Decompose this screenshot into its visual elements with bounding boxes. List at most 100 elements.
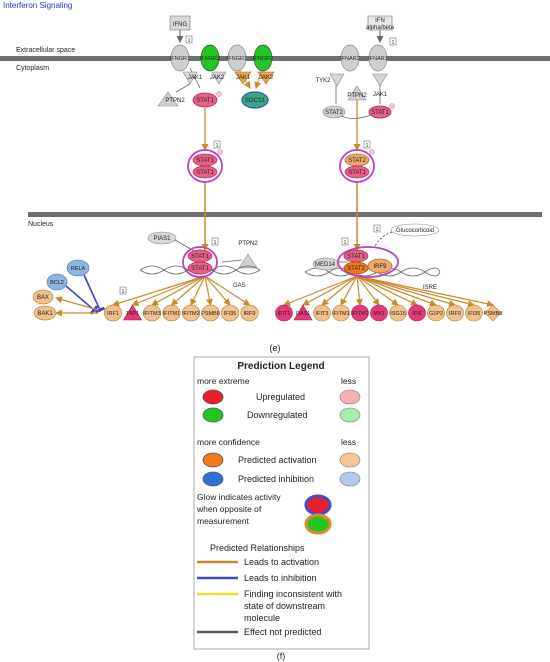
gas-target-ifitm3[interactable]: IFITM3 xyxy=(142,304,162,322)
bak1-label: BAK1 xyxy=(37,311,53,317)
legend-predicted-inhibition-weak xyxy=(339,471,361,487)
stat1-homodimer-cytoplasm[interactable]: STAT1 STAT1 xyxy=(187,149,223,183)
isgf3-complex[interactable]: STAT1 STAT2 IRF9 xyxy=(337,246,399,278)
receptor-ifngr1-a[interactable]: IFNGR1 xyxy=(170,44,190,72)
legend-leads-inhibition: Leads to inhibition xyxy=(244,573,317,583)
ifngr2-a-label: IFNGR2 xyxy=(200,56,220,62)
ifng-label: IFNG xyxy=(173,22,188,28)
legend-downregulated-strong xyxy=(202,407,224,423)
glucocorticoid-node[interactable]: Glucocorticoid xyxy=(390,223,440,237)
ifnar1-label: IFNAR1 xyxy=(368,56,388,62)
isre-target-irf9[interactable]: IRF9 xyxy=(446,304,464,322)
kinase-jak2-a[interactable]: JAK2 xyxy=(210,71,227,85)
isre-label: ISRE xyxy=(423,285,437,291)
svg-text:1: 1 xyxy=(188,38,191,44)
jak2-a-label: JAK2 xyxy=(210,75,225,81)
dimer-top-label: STAT1 xyxy=(196,158,214,164)
med14-label: MED14 xyxy=(315,262,336,268)
isre-target-g1p2[interactable]: G1P2 xyxy=(427,304,445,322)
jak1-a-label: JAK1 xyxy=(188,75,203,81)
bcl2-node[interactable]: BCL2 xyxy=(46,273,68,291)
kinase-tyk2[interactable]: TYK2 xyxy=(315,73,345,87)
med14-node[interactable]: MED14 xyxy=(312,257,340,271)
receptor-ifngr2-b[interactable]: IFNGR2 xyxy=(253,44,273,72)
pias1-node[interactable]: PIAS1 xyxy=(147,231,177,245)
isre-target-ifi35[interactable]: IFI35 xyxy=(465,304,483,322)
gas-target-ifitm2[interactable]: IFITM2 xyxy=(181,304,201,322)
isre-target-label: IFIT3 xyxy=(316,311,329,317)
isre-target-ifitm2[interactable]: IFITM2 xyxy=(351,304,369,322)
ptpn2-left-label: PTPN2 xyxy=(165,98,185,104)
isgf3-stat1-label: STAT1 xyxy=(347,254,365,260)
legend-inconsistent-line2: state of downstream xyxy=(244,601,325,611)
stat1-left-label: STAT1 xyxy=(196,98,214,104)
kinase-jak1-b[interactable]: JAK1 xyxy=(234,71,252,85)
pias1-label: PIAS1 xyxy=(153,236,171,242)
isre-target-psmb8[interactable]: PSMB8 xyxy=(484,304,503,322)
nuc-dimer-bottom-label: STAT1 xyxy=(191,266,209,272)
stat1-right-node[interactable]: STAT1 xyxy=(368,103,395,119)
kinase-jak1-a[interactable]: JAK1 xyxy=(182,71,203,85)
prediction-legend: Prediction Legend more extreme less Upre… xyxy=(193,356,370,650)
receptor-ifngr1-b[interactable]: IFNGR1 xyxy=(227,44,247,72)
isgf3-irf9-label: IRF9 xyxy=(373,264,387,270)
gas-target-label: IFITM1 xyxy=(163,311,180,317)
isre-target-label: IFI6 xyxy=(412,311,421,317)
receptor-ifnar1[interactable]: IFNAR1 xyxy=(368,44,388,72)
stat2-label: STAT2 xyxy=(325,110,343,116)
legend-more-extreme: more extreme xyxy=(197,376,250,386)
kinase-jak1-c[interactable]: JAK1 xyxy=(372,73,388,98)
stat1-homodimer-nucleus[interactable]: STAT1 STAT1 xyxy=(182,246,218,278)
isre-target-label: MX1 xyxy=(373,311,384,317)
gas-target-ifi35[interactable]: IFI35 xyxy=(220,304,240,322)
ifngr1-a-label: IFNGR1 xyxy=(170,56,190,62)
panel-label-e: (e) xyxy=(270,343,281,353)
receptor-ifnar2[interactable]: IFNAR2 xyxy=(340,44,360,72)
ifn-label: IFN xyxy=(375,18,385,24)
stat2-node[interactable]: STAT2 xyxy=(322,105,346,119)
isre-target-ifi6[interactable]: IFI6 xyxy=(408,304,426,322)
legend-predicted-activation-strong xyxy=(202,452,224,468)
stat2-stat1-heterodimer[interactable]: STAT2 STAT1 xyxy=(339,149,375,183)
dimer-bottom-label: STAT1 xyxy=(196,170,214,176)
isre-target-label: G1P2 xyxy=(429,311,443,317)
isre-target-isg15[interactable]: ISG15 xyxy=(389,304,407,322)
isre-target-ifitm1[interactable]: IFITM1 xyxy=(332,304,350,322)
isre-target-ifit1[interactable]: IFIT1 xyxy=(275,304,293,322)
legend-predicted-activation: Predicted activation xyxy=(238,455,317,465)
isre-target-mx1[interactable]: MX1 xyxy=(370,304,388,322)
legend-predicted-inhibition-strong xyxy=(202,471,224,487)
gas-target-tap1[interactable]: TAP1 xyxy=(122,304,143,321)
gas-target-psmb8[interactable]: PSMB8 xyxy=(201,304,220,322)
receptor-ifngr2-a[interactable]: IFNGR2 xyxy=(200,44,220,72)
ptpn2-right-node[interactable]: PTPN2 xyxy=(347,85,367,101)
ifng-ligand[interactable] xyxy=(169,15,191,31)
svg-text:1: 1 xyxy=(392,40,395,46)
jak1-c-label: JAK1 xyxy=(373,92,388,98)
bax-node[interactable]: BAX xyxy=(32,289,54,305)
stat1-right-label: STAT1 xyxy=(371,110,389,116)
isre-target-label: IFI35 xyxy=(468,311,481,317)
kinase-jak2-b[interactable]: JAK2 xyxy=(257,71,275,85)
rela-node[interactable]: RELA xyxy=(66,259,90,277)
stat1-left-node[interactable]: STAT1 xyxy=(192,91,222,108)
bcl2-label: BCL2 xyxy=(50,280,64,286)
gas-target-ifitm1[interactable]: IFITM1 xyxy=(162,304,181,322)
nuclear-membrane xyxy=(28,212,542,217)
isre-target-label: IFITM2 xyxy=(351,311,368,317)
ptpn2-left-node[interactable]: PTPN2 xyxy=(157,91,185,107)
gas-target-irf9[interactable]: IRF9 xyxy=(240,304,259,322)
legend-upregulated: Upregulated xyxy=(256,392,305,402)
ptpn2-nucleus-label: PTPN2 xyxy=(238,241,258,247)
glucocorticoid-label: Glucocorticoid xyxy=(396,228,434,234)
svg-text:1: 1 xyxy=(366,143,369,149)
legend-inconsistent-line3: molecule xyxy=(244,613,280,623)
isre-target-ifit3[interactable]: IFIT3 xyxy=(313,304,331,322)
ifn-alpha-beta-ligand[interactable] xyxy=(367,15,393,31)
gas-target-irf1[interactable]: IRF1 xyxy=(103,304,123,322)
socs1-node[interactable]: SOCS1 xyxy=(241,91,269,109)
ptpn2-nucleus-node[interactable]: PTPN2 xyxy=(238,241,258,269)
bak1-node[interactable]: BAK1 xyxy=(33,305,57,321)
isre-target-oas1[interactable]: OAS1 xyxy=(293,304,313,321)
